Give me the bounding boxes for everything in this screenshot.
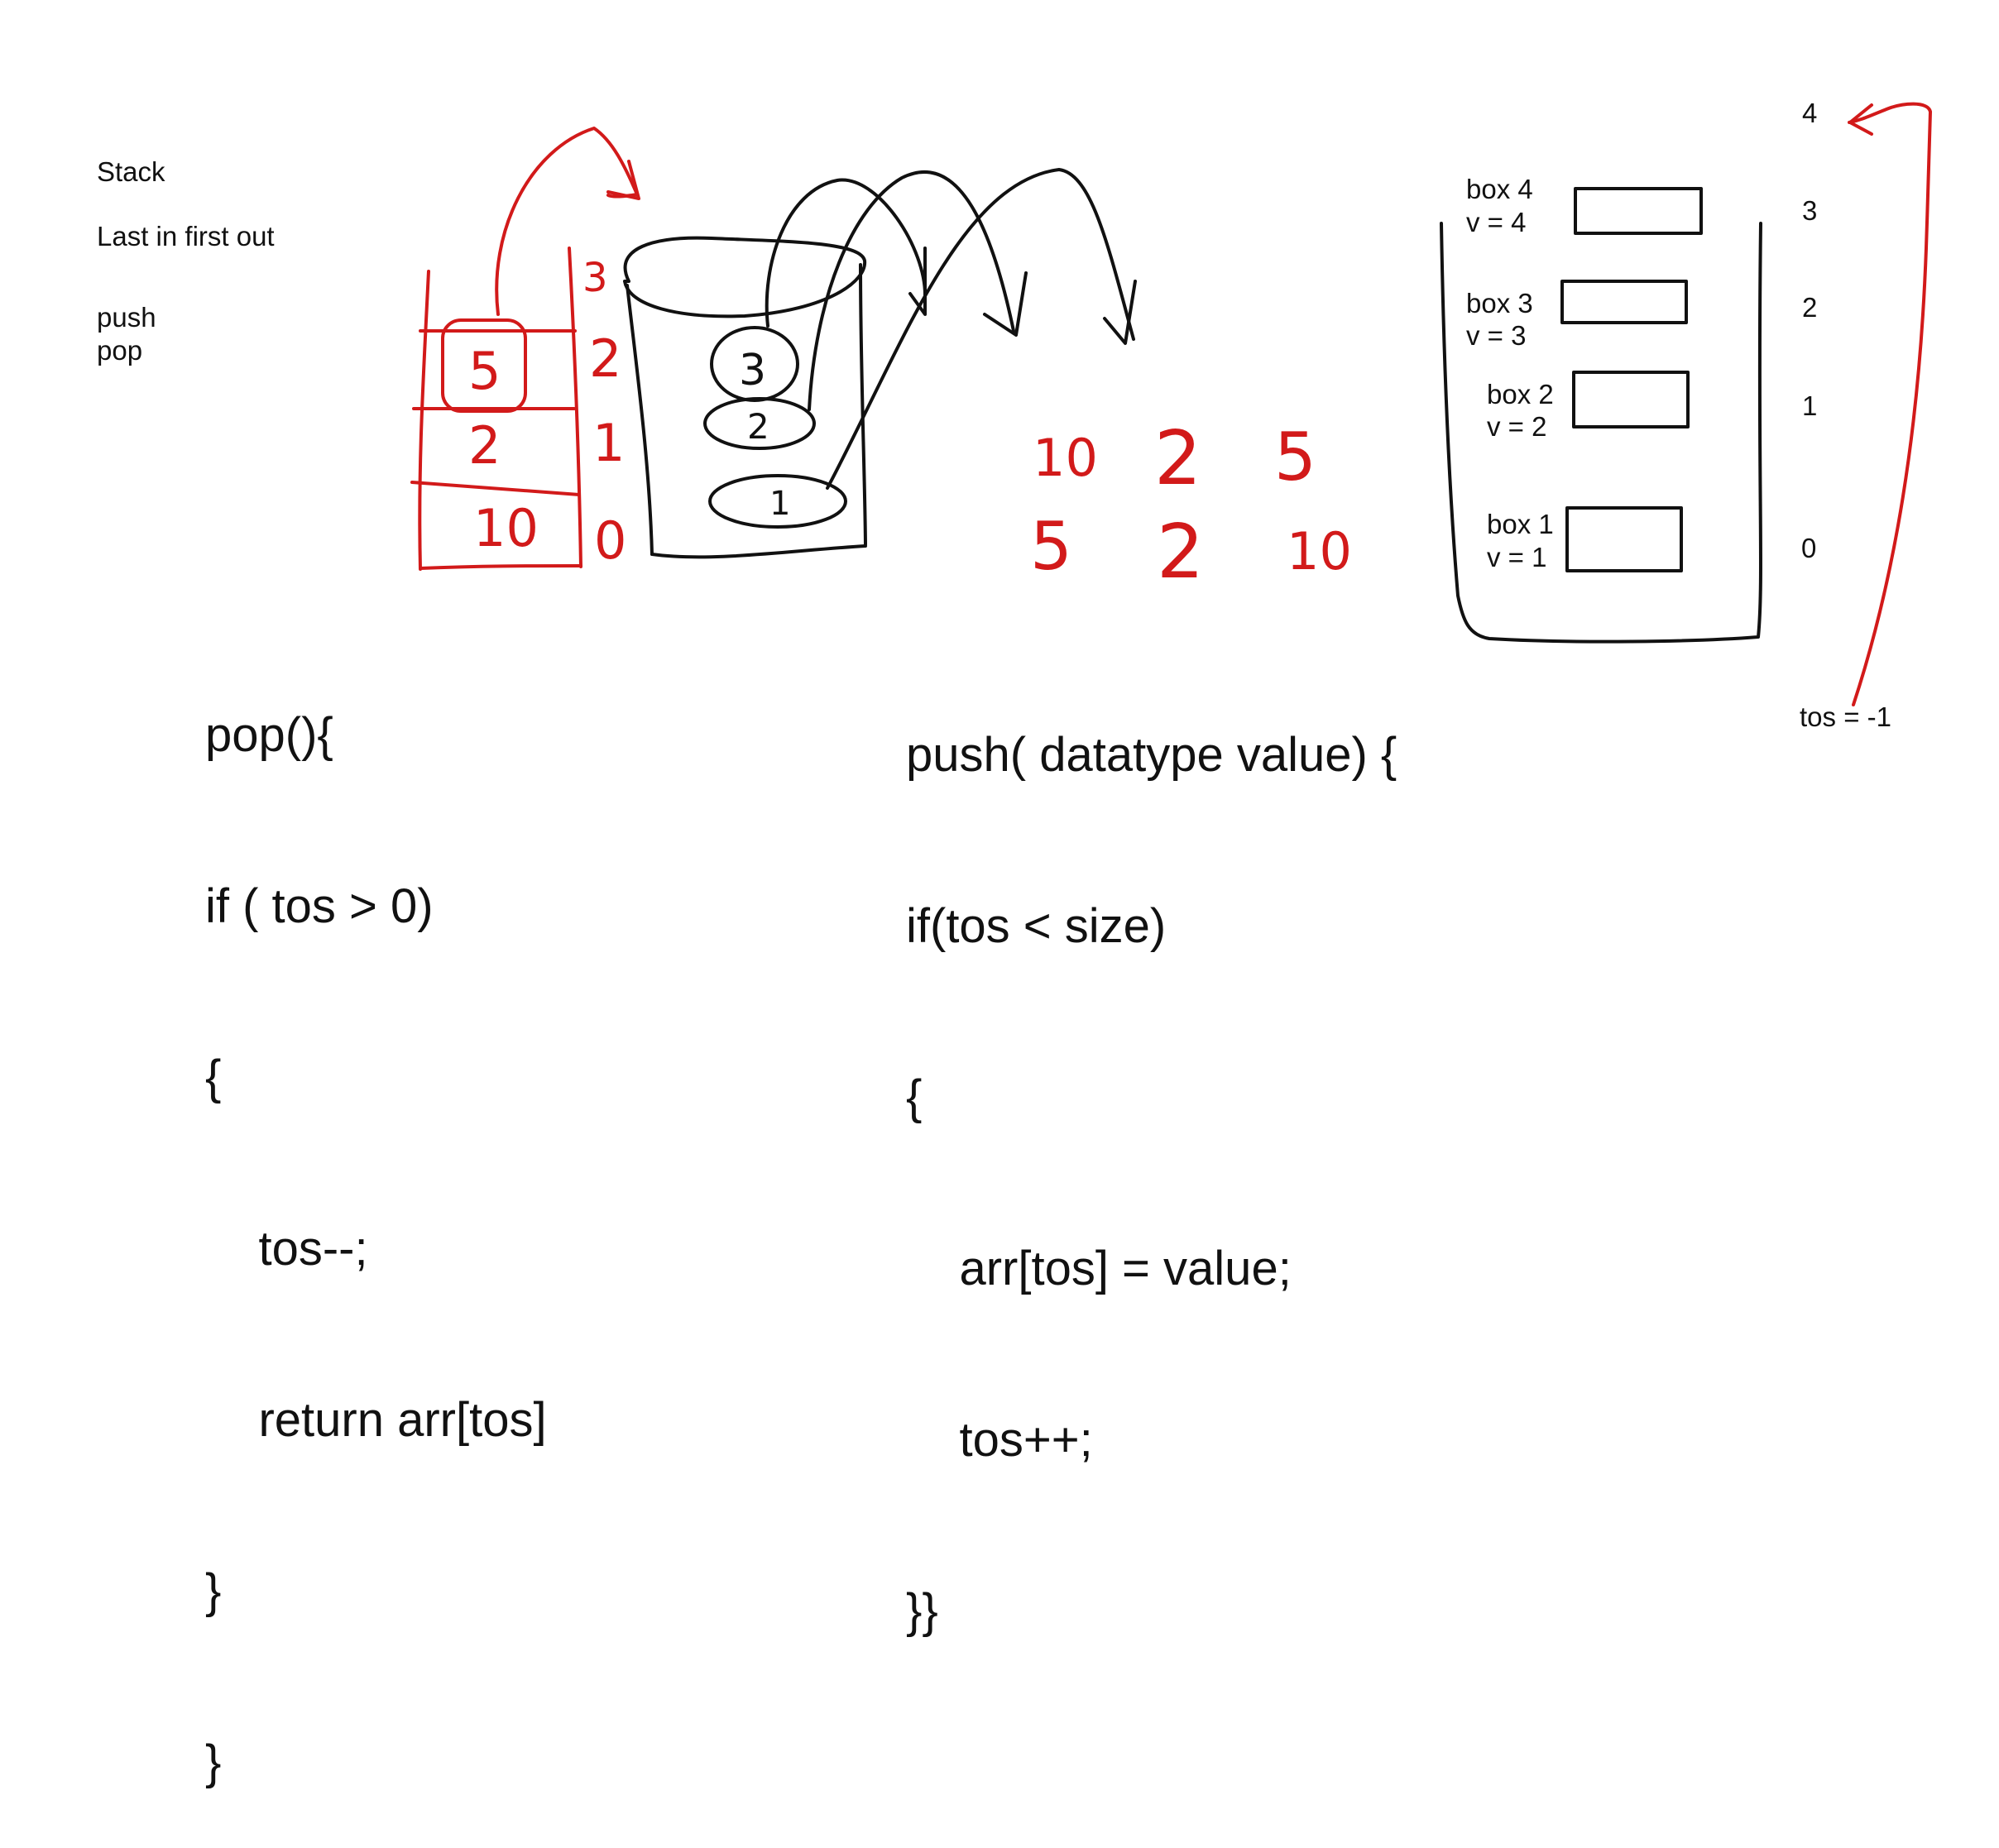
pop-code-line: tos--; (205, 1222, 368, 1276)
index-label: 0 (1801, 533, 1816, 563)
push-order-value: 2 (1154, 415, 1201, 502)
bucket-pop-arrow (765, 178, 928, 328)
box-name: box 3 (1466, 288, 1533, 318)
box-name: box 1 (1487, 509, 1554, 539)
bucket-right-side (859, 263, 867, 546)
bucket-item-outline (708, 474, 847, 529)
pop-order-value: 5 (1030, 508, 1072, 585)
red-pop-arrow-head (606, 160, 640, 200)
box-stack-drawing (1440, 187, 1762, 644)
tos-arrow-head (1848, 103, 1873, 136)
bucket-pop-arrow (826, 168, 1135, 490)
index-label: 2 (1802, 292, 1817, 323)
bucket-item-label: 2 (747, 406, 769, 447)
box-value: v = 4 (1466, 207, 1526, 237)
red-cell-label: 2 (468, 415, 501, 476)
red-highlight-box (441, 318, 527, 413)
box-1-rect (1565, 506, 1683, 572)
tos-arrow-path (1848, 102, 1932, 706)
pop-code-line: } (205, 1735, 222, 1789)
red-cell-label: 5 (468, 341, 501, 401)
bucket-item-label: 1 (769, 485, 790, 523)
pop-order-value: 2 (1157, 509, 1204, 596)
bucket-rim (623, 236, 867, 318)
box-3-rect (1560, 280, 1688, 324)
push-code-line: }} (906, 1584, 938, 1638)
box-labels: box 4 v = 4 box 3 v = 3 box 2 v = 2 box … (1466, 174, 1554, 572)
notes-title: Stack (97, 156, 165, 187)
notes-pop: pop (97, 335, 143, 366)
box-stack-container (1440, 222, 1762, 644)
pop-code-line: if ( tos > 0) (205, 879, 434, 933)
stack-notes: Stack Last in first out push pop (97, 156, 275, 367)
tos-label: tos = -1 (1800, 701, 1891, 732)
box-value: v = 3 (1466, 320, 1526, 351)
box-name: box 4 (1466, 174, 1533, 204)
bucket-bottom (650, 544, 867, 559)
index-label: 3 (1802, 195, 1817, 226)
pop-order-value: 10 (1287, 521, 1352, 582)
box-2-rect (1572, 371, 1690, 428)
diagram-canvas: 5 2 10 3 2 1 0 3 2 1 10 2 5 5 2 10 (410, 98, 1932, 732)
box-name: box 2 (1487, 379, 1554, 409)
bucket-drawing (623, 168, 1137, 559)
red-index-label: 0 (594, 510, 626, 571)
notes-subtitle: Last in first out (97, 221, 275, 251)
order-sequences: 10 2 5 5 2 10 (1030, 415, 1352, 596)
red-stack-right-wall (568, 247, 582, 568)
arrow-head (983, 271, 1028, 337)
pop-code-line: } (205, 1564, 222, 1618)
red-stack-bottom (419, 564, 582, 570)
red-index-label: 1 (592, 413, 625, 473)
bucket-pop-arrow (808, 170, 1015, 411)
red-cell-label: 10 (473, 498, 539, 558)
bucket-item-outline (703, 397, 816, 450)
red-stack-left-wall (418, 270, 430, 571)
push-order-value: 5 (1274, 419, 1316, 496)
bucket-item-label: 3 (739, 346, 766, 395)
tos-arrow (1848, 102, 1932, 706)
index-label: 1 (1802, 390, 1817, 421)
arrow-head (1103, 280, 1137, 345)
bucket-text: 3 2 1 (739, 346, 790, 523)
index-label: 4 (1802, 98, 1817, 128)
red-stack-line-low (410, 481, 581, 496)
box-value: v = 2 (1487, 411, 1546, 442)
push-code-line: arr[tos] = value; (906, 1242, 1292, 1295)
box-4-rect (1574, 187, 1703, 235)
box-value: v = 1 (1487, 542, 1546, 572)
push-code-line: tos++; (906, 1413, 1093, 1467)
red-pop-arrow (495, 127, 639, 316)
bucket-left-side (626, 284, 654, 556)
notes-push: push (97, 302, 156, 333)
push-code-line: push( datatype value) { (906, 728, 1397, 782)
red-index-label: 2 (589, 328, 621, 389)
red-index-label: 3 (582, 255, 608, 301)
arrow-head (908, 247, 927, 316)
pop-code-line: pop(){ (205, 708, 333, 762)
push-order-value: 10 (1033, 428, 1098, 488)
index-column: 4 3 2 1 0 tos = -1 (1800, 98, 1891, 732)
push-code-line: if(tos < size) (906, 899, 1167, 953)
red-stack-text: 5 2 10 3 2 1 0 (468, 255, 626, 571)
red-stack-drawing (410, 127, 640, 571)
pop-code-line: return arr[tos] (205, 1393, 547, 1447)
